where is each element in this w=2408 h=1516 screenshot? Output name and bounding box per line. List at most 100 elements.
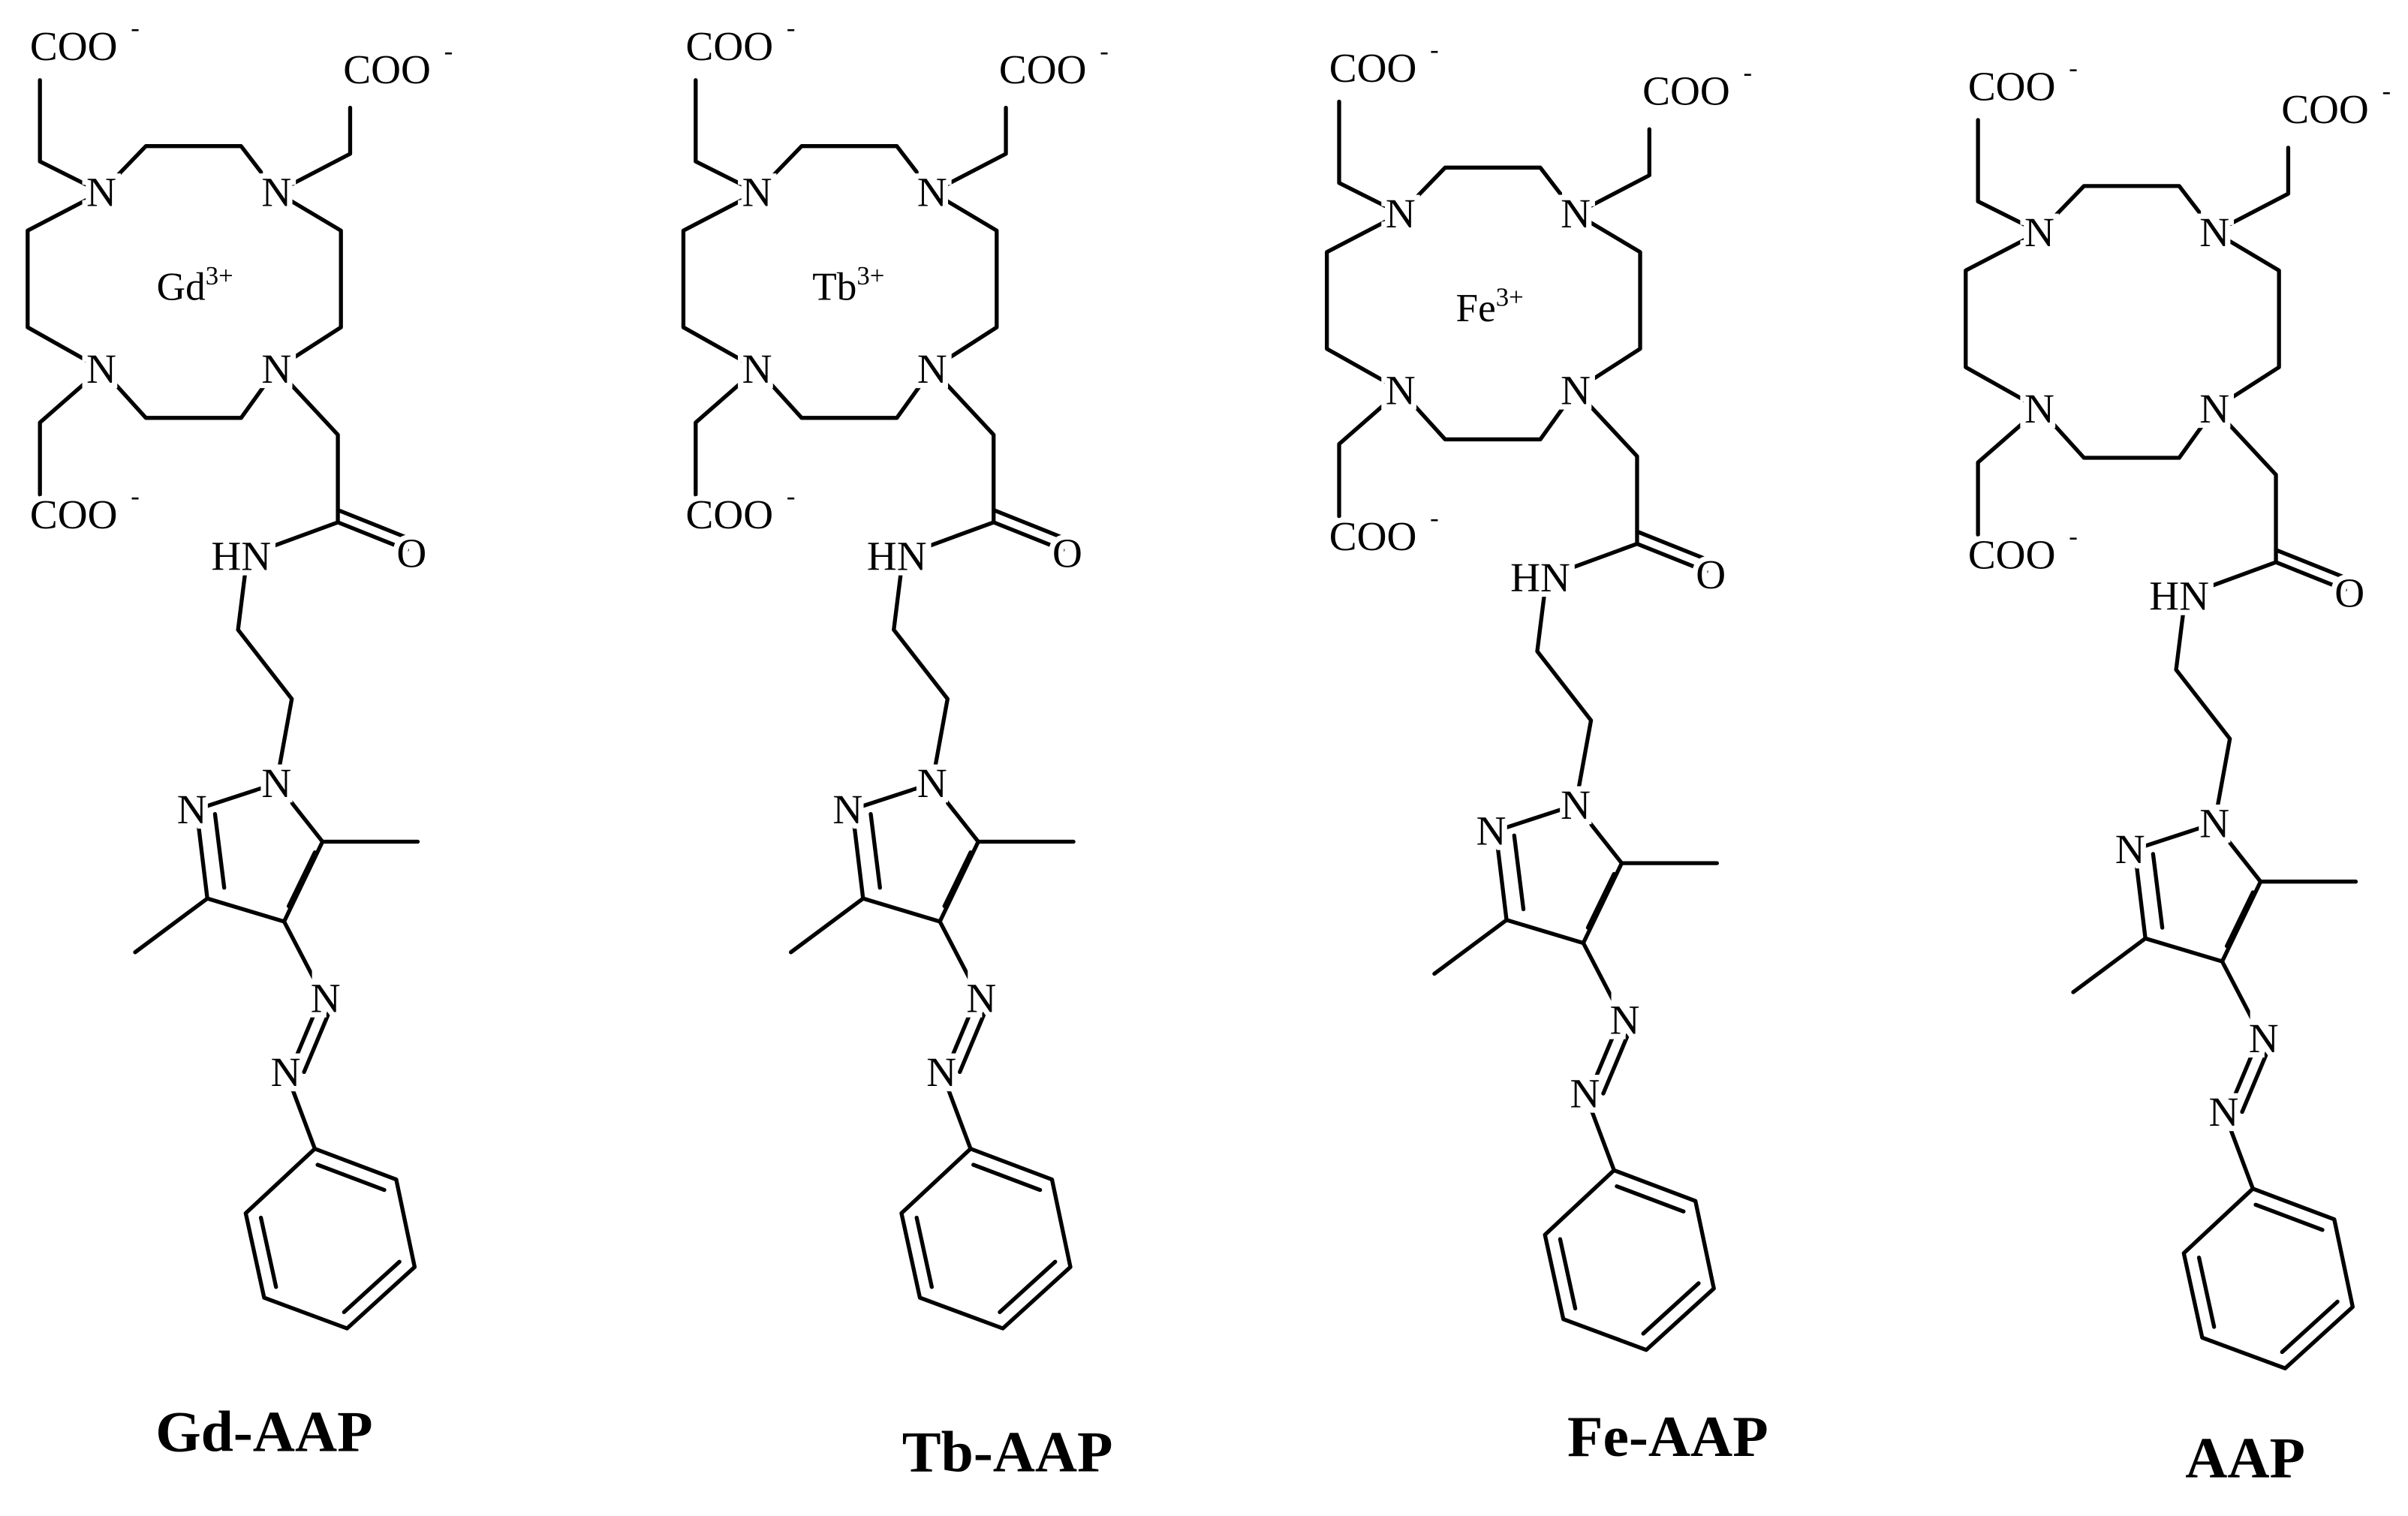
ethylene-linker [2174,606,2232,826]
carboxylate-label: COO [1329,513,1417,559]
nitrogen-atom: N [86,170,116,215]
carboxylate-label: COO [1968,531,2056,577]
azo-bond [941,1072,973,1151]
acetate-arm [930,105,1008,194]
ring-bond [681,190,760,371]
azo-bond [1581,940,1624,1019]
nitrogen-atom: N [742,346,772,392]
ring-bond [754,366,935,420]
pyrazole-double-bond [212,812,227,890]
carboxylate-charge: - [1430,35,1439,64]
nitrogen-atom: N [1561,782,1591,828]
pyrazole-ring [1494,802,1624,946]
nitrogen-atom: N [1570,1071,1600,1117]
nitrogen-atom: N [1610,997,1640,1042]
carboxylate-label: COO [1329,45,1417,91]
compound-name: AAP [2185,1426,2305,1490]
carboxylate-charge: - [2069,522,2078,551]
carboxylate-charge: - [2382,77,2391,106]
carboxylate-charge: - [444,36,453,65]
methyl-bond [788,896,865,955]
pyrazole-ring [850,781,980,924]
pyrazole-double-bond [286,850,318,909]
nitrogen-atom: N [2249,1015,2279,1061]
carboxylate-label: COO [999,47,1087,92]
metal-charge: 3+ [856,261,884,290]
acetate-arm [274,105,353,194]
ethylene-linker [1535,588,1594,808]
azo-double-bond [1601,1025,1633,1096]
carbonyl-bond [336,507,409,540]
carboxylate-label: COO [1968,63,2056,109]
carboxylate-charge: - [787,482,796,511]
nitrogen-atom: N [2199,386,2229,432]
carbonyl-bond [336,520,409,552]
phenyl-ring [1543,1168,1716,1352]
nitrogen-atom: N [917,346,947,392]
phenyl-double-bond [315,1163,387,1193]
amide-arm [243,366,340,558]
pyrazole-double-bond [868,812,882,890]
phenyl-ring [243,1147,417,1331]
azo-double-bond [290,999,322,1069]
metal-ion-label: Gd3+ [157,261,233,308]
carboxylate-charge: - [131,14,140,43]
nitrogen-atom: N [2199,800,2229,846]
carboxylate-charge: - [1430,503,1439,532]
methyl-bond [1432,918,1509,976]
ring-bond [1964,230,2042,411]
metal-charge: 3+ [1496,282,1524,311]
carbonyl-bond [2274,548,2347,580]
pyrazole-ring [2133,821,2263,964]
phenyl-double-bond [1615,1184,1686,1214]
ring-bond [930,190,999,371]
carbonyl-bond [992,507,1065,540]
pyrazole-double-bond [942,850,973,909]
amide-nh-label: HN [2149,573,2209,619]
acetate-arm [1337,99,1403,216]
nitrogen-atom: N [261,170,291,215]
nitrogen-atom: N [261,760,291,806]
acetate-arm [2212,146,2291,234]
pyrazole-double-bond [2151,852,2165,930]
ring-bond [274,190,343,371]
ring-bond [1573,212,1642,393]
nitrogen-atom: N [271,1049,301,1095]
carboxylate-charge: - [1100,36,1109,65]
carboxylate-label: COO [30,23,118,69]
acetate-arm [38,78,104,194]
ring-bond [1325,212,1403,393]
azo-bond [938,919,980,997]
nitrogen-atom: N [2024,386,2054,432]
methyl-bond [133,896,209,955]
ring-bond [1398,165,1578,216]
carboxylate-label: COO [30,492,118,537]
phenyl-ring [2181,1187,2355,1370]
azo-double-bond [958,1003,990,1075]
amide-nh-label: HN [867,533,927,579]
methyl-bond [2071,936,2148,994]
ethylene-linker [236,566,294,786]
ring-bond [26,190,104,371]
carbonyl-bond [992,520,1065,552]
carboxylate-charge: - [1743,58,1752,87]
azo-double-bond [2240,1043,2272,1114]
nitrogen-atom: N [1386,368,1416,414]
nitrogen-atom: N [742,170,772,215]
nitrogen-atom: N [261,346,291,392]
ring-bond [99,144,278,194]
carbonyl-bond [1635,529,1708,561]
bonds [1964,118,2358,1370]
carbonyl-oxygen: O [396,530,426,576]
phenyl-ring [899,1147,1073,1331]
amide-nh-label: HN [1510,555,1570,600]
metal-ion-label: Tb3+ [812,261,884,308]
ring-bond [99,366,278,420]
azo-double-bond [302,1003,334,1075]
nitrogen-atom: N [917,760,947,806]
acetate-arm [694,366,760,497]
carbonyl-bond [1635,541,1708,574]
